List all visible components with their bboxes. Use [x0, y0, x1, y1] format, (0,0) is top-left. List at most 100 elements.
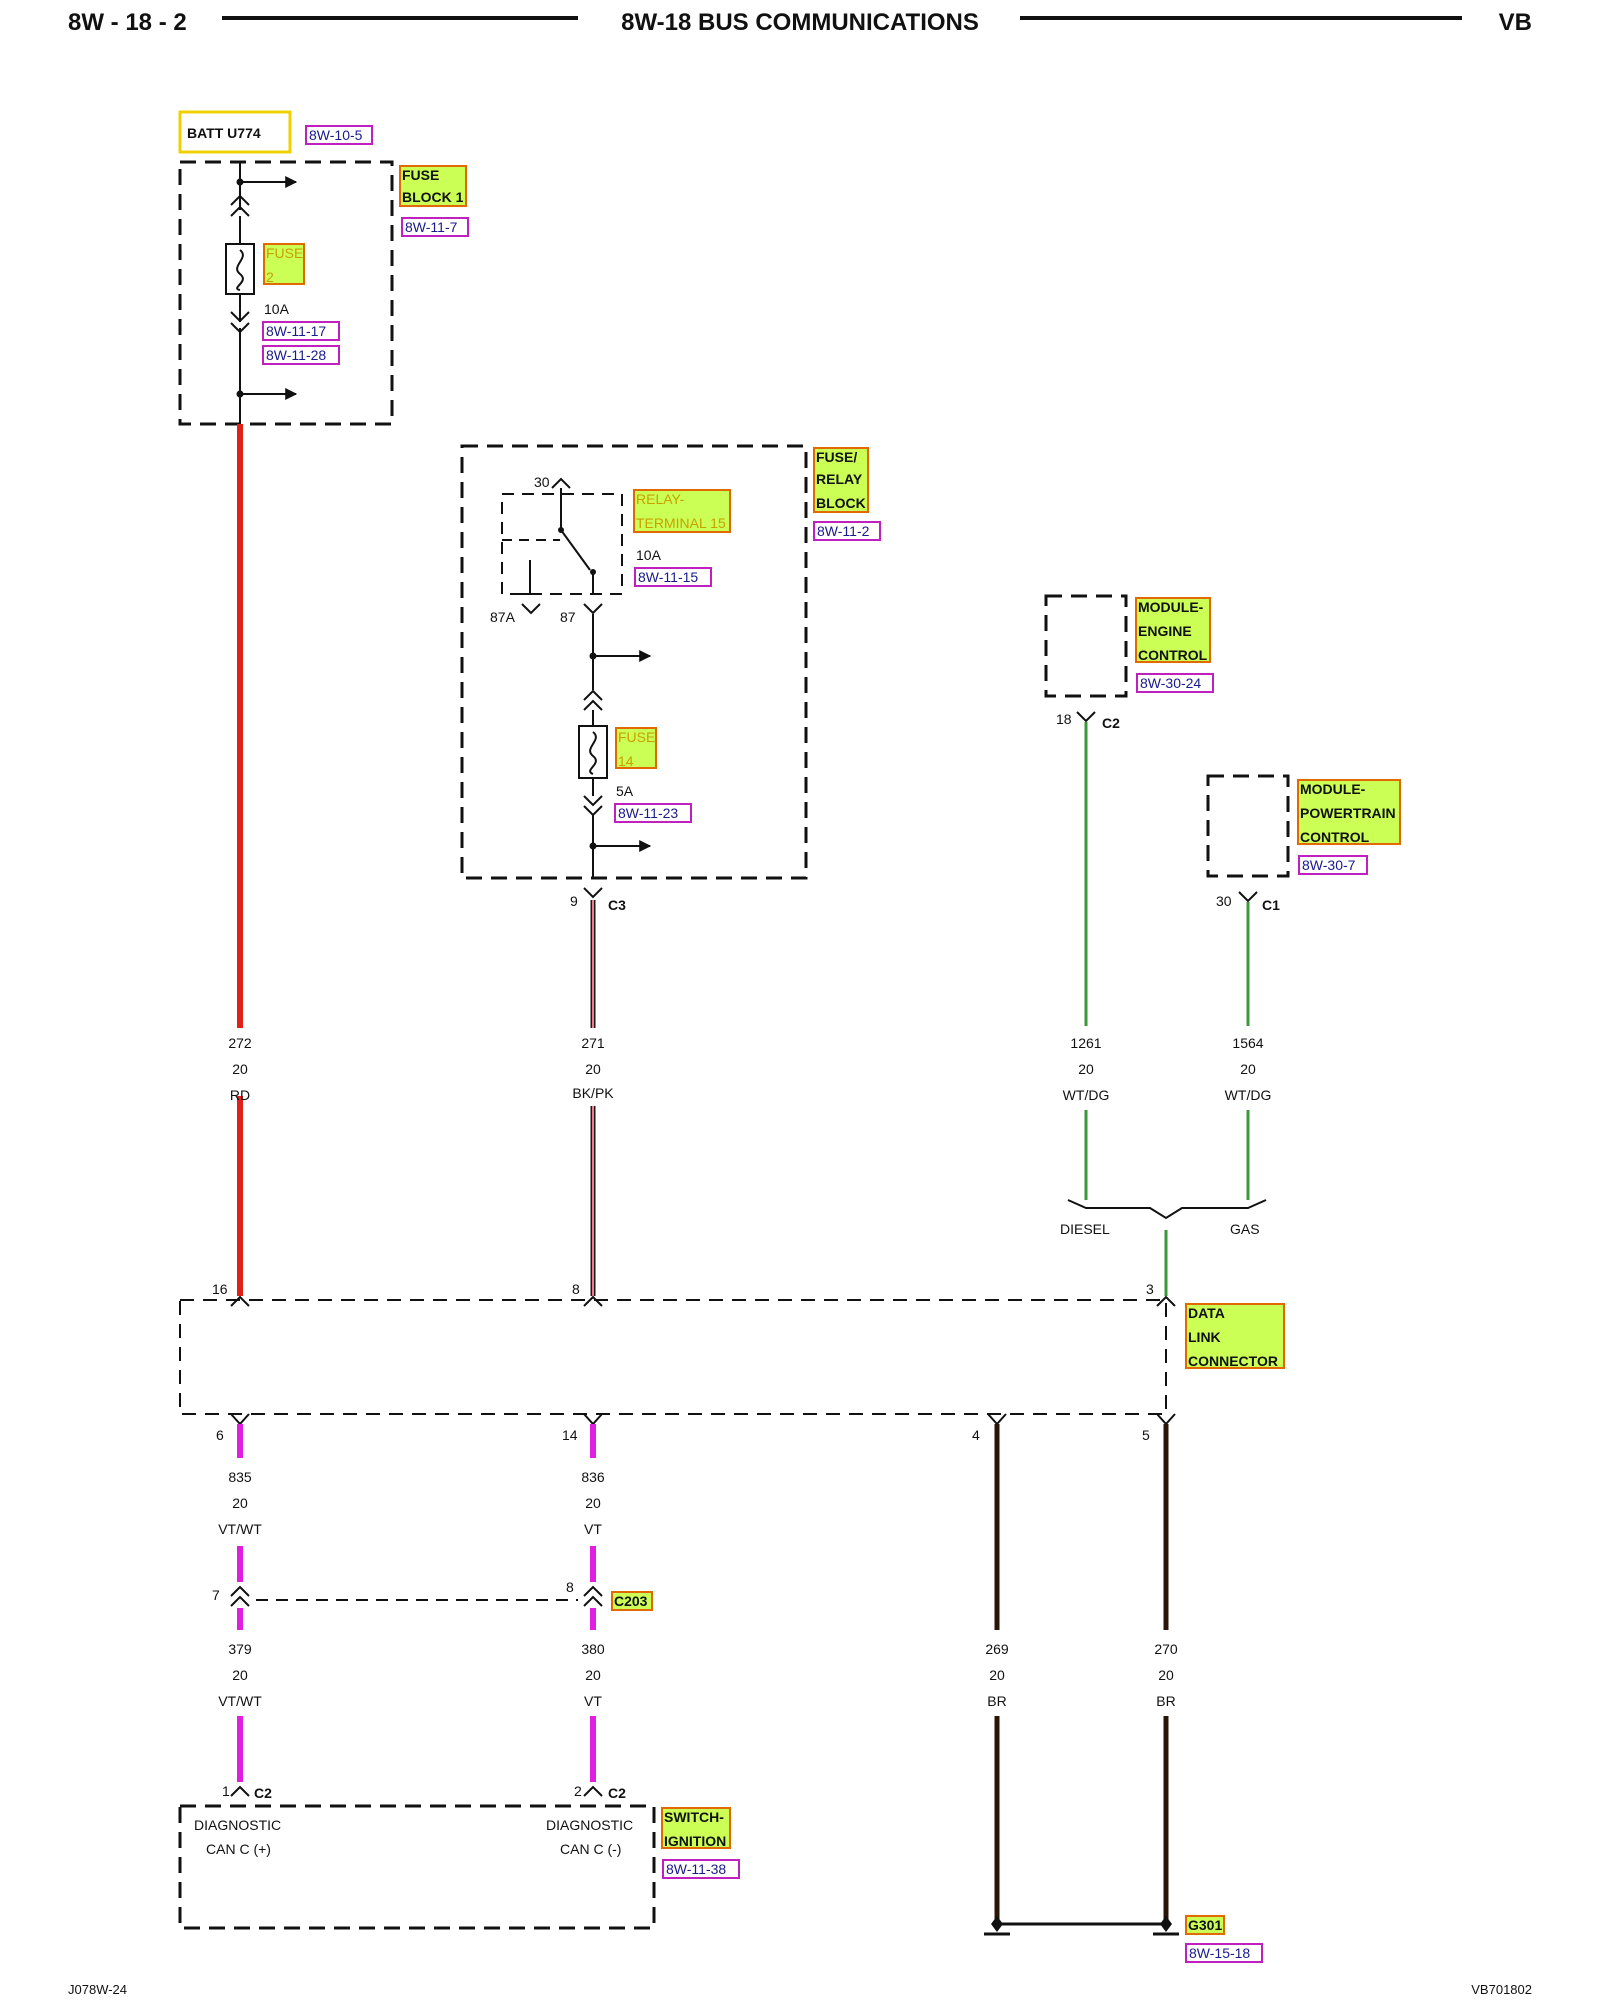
module-engine-control: MODULE- ENGINE CONTROL 8W-30-24 18 C2	[1044, 594, 1214, 731]
fuse-block-1-name-1: FUSE	[402, 167, 439, 183]
switch-pin-1-label-1: DIAGNOSTIC	[194, 1817, 281, 1833]
page-code: 8W - 18 - 2	[68, 9, 187, 36]
c3-connector: C3	[608, 897, 626, 913]
pcm-name-3: CONTROL	[1300, 829, 1370, 845]
fuse-2-rating: 10A	[264, 301, 290, 317]
power-source: BATT U774 8W-10-5	[178, 110, 373, 154]
page-header: 8W - 18 - 2 8W-18 BUS COMMUNICATIONS VB	[68, 9, 1532, 36]
switch-pin-1-cavity: 1	[222, 1783, 230, 1799]
data-link-connector: 16 8 3 DATA LINK CONNECTOR 6 14 4 5	[179, 1281, 1285, 1443]
fuse-14-rating: 5A	[616, 783, 634, 799]
relay-rating: 10A	[636, 547, 662, 563]
switch-pin-2-label-1: DIAGNOSTIC	[546, 1817, 633, 1833]
fuse-14-label-2: 14	[618, 753, 634, 769]
relay-pin-30: 30	[534, 474, 550, 490]
relay-label-2: TERMINAL 15	[636, 515, 726, 531]
switch-name-1: SWITCH-	[664, 1809, 724, 1825]
wire-380-gauge: 20	[585, 1667, 601, 1683]
switch-ref-link[interactable]: 8W-11-38	[666, 1861, 726, 1877]
wire-269-color: BR	[987, 1693, 1006, 1709]
module-powertrain-control: MODULE- POWERTRAIN CONTROL 8W-30-7 30 C1	[1206, 774, 1401, 913]
wire-1564-color: WT/DG	[1225, 1087, 1272, 1103]
pcm-name-1: MODULE-	[1300, 781, 1366, 797]
fuse-14-label-1: FUSE	[618, 729, 655, 745]
dlc-pin-14: 14	[562, 1427, 578, 1443]
dlc-name-3: CONNECTOR	[1188, 1353, 1278, 1369]
footer-left-code: J078W-24	[68, 1982, 127, 1997]
ecm-cavity: 18	[1056, 711, 1072, 727]
dlc-pin-5: 5	[1142, 1427, 1150, 1443]
fuse-relay-block-ref-link[interactable]: 8W-11-2	[817, 523, 870, 539]
wire-1564[interactable]: 1564 20 WT/DG	[1225, 902, 1272, 1200]
switch-pin-2-label-2: CAN C (-)	[560, 1841, 621, 1857]
relay-ref-link[interactable]: 8W-11-15	[638, 569, 698, 585]
relay-label-1: RELAY-	[636, 491, 685, 507]
wire-272-circuit: 272	[228, 1035, 252, 1051]
switch-pin-2-connector: C2	[608, 1785, 626, 1801]
pcm-cavity: 30	[1216, 893, 1232, 909]
fuse-relay-block-name-3: BLOCK	[816, 495, 866, 511]
ecm-name-3: CONTROL	[1138, 647, 1208, 663]
wire-380[interactable]: 380 20 VT	[581, 1608, 605, 1782]
dlc-pin-6: 6	[216, 1427, 224, 1443]
wire-836-gauge: 20	[585, 1495, 601, 1511]
wire-272-gauge: 20	[232, 1061, 248, 1077]
wire-380-circuit: 380	[581, 1641, 605, 1657]
dlc-name-1: DATA	[1188, 1305, 1225, 1321]
wire-836[interactable]: 836 20 VT	[581, 1424, 605, 1582]
ecm-name-2: ENGINE	[1138, 623, 1192, 639]
c203-connector: 7 8 C203	[212, 1579, 653, 1611]
dlc-name-2: LINK	[1188, 1329, 1221, 1345]
wire-269-circuit: 269	[985, 1641, 1009, 1657]
pcm-connector: C1	[1262, 897, 1280, 913]
ecm-name-1: MODULE-	[1138, 599, 1204, 615]
wire-271[interactable]: 271 20 BK/PK	[572, 900, 614, 1296]
wire-379[interactable]: 379 20 VT/WT	[218, 1608, 262, 1782]
wire-269[interactable]: 269 20 BR	[985, 1424, 1009, 1922]
wire-379-gauge: 20	[232, 1667, 248, 1683]
fuse-14-ref-link[interactable]: 8W-11-23	[618, 805, 678, 821]
gas-label: GAS	[1230, 1221, 1260, 1237]
wire-271-circuit: 271	[581, 1035, 605, 1051]
fuse-block-1-name-2: BLOCK 1	[402, 189, 464, 205]
wire-835-circuit: 835	[228, 1469, 252, 1485]
g301-name: G301	[1188, 1917, 1222, 1933]
switch-pin-1-label-2: CAN C (+)	[206, 1841, 271, 1857]
wire-379-circuit: 379	[228, 1641, 252, 1657]
c3-cavity: 9	[570, 893, 578, 909]
footer-right-code: VB701802	[1471, 1982, 1532, 1997]
wire-270[interactable]: 270 20 BR	[1154, 1424, 1178, 1922]
wire-271-gauge: 20	[585, 1061, 601, 1077]
fuse-2-label-1: FUSE	[266, 245, 303, 261]
page-title: 8W-18 BUS COMMUNICATIONS	[621, 9, 979, 36]
wire-835-gauge: 20	[232, 1495, 248, 1511]
wire-269-gauge: 20	[989, 1667, 1005, 1683]
wire-271-color: BK/PK	[572, 1085, 614, 1101]
relay-pin-87: 87	[560, 609, 576, 625]
wire-380-color: VT	[584, 1693, 602, 1709]
wire-1564-circuit: 1564	[1232, 1035, 1263, 1051]
wire-272[interactable]: 272 20 RD	[228, 424, 252, 1296]
wire-1261[interactable]: 1261 20 WT/DG	[1063, 722, 1110, 1200]
c203-name: C203	[614, 1593, 648, 1609]
diesel-label: DIESEL	[1060, 1221, 1110, 1237]
pcm-ref-link[interactable]: 8W-30-7	[1302, 857, 1356, 873]
wire-270-circuit: 270	[1154, 1641, 1178, 1657]
wire-272-color: RD	[230, 1087, 250, 1103]
switch-ignition: 1 C2 2 C2 DIAGNOSTIC CAN C (+) DIAGNOSTI…	[178, 1783, 740, 1930]
fuse-2-ref-link-2[interactable]: 8W-11-28	[266, 347, 326, 363]
wire-379-color: VT/WT	[218, 1693, 262, 1709]
ecm-ref-link[interactable]: 8W-30-24	[1140, 675, 1201, 691]
ground-g301: G301 8W-15-18	[984, 1915, 1263, 1963]
dlc-pin-8: 8	[572, 1281, 580, 1297]
g301-ref-link[interactable]: 8W-15-18	[1189, 1945, 1250, 1961]
fuse-relay-block: FUSE/ RELAY BLOCK 8W-11-2 30 87A 87 RELA…	[460, 444, 881, 913]
fuse-2-ref-link-1[interactable]: 8W-11-17	[266, 323, 326, 339]
wire-835[interactable]: 835 20 VT/WT	[218, 1424, 262, 1582]
wire-1261-gauge: 20	[1078, 1061, 1094, 1077]
fuse-block-1-ref-link[interactable]: 8W-11-7	[405, 219, 458, 235]
page-footer: J078W-24 VB701802	[68, 1982, 1532, 1997]
batt-ref-link[interactable]: 8W-10-5	[309, 127, 363, 143]
wire-836-circuit: 836	[581, 1469, 605, 1485]
